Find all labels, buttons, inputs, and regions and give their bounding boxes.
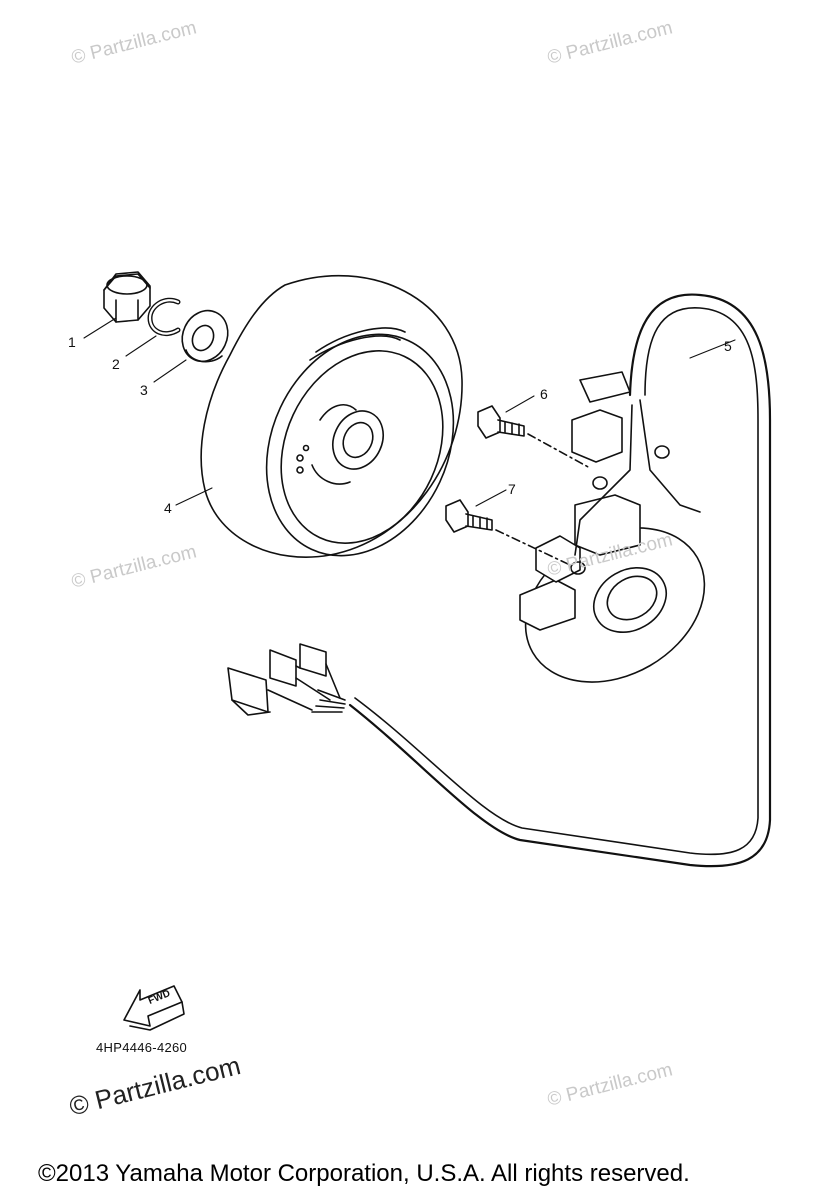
leader-lines [83,317,736,507]
washer-part [181,309,229,363]
bolt-4-part [445,499,571,566]
fwd-arrow-icon [123,985,185,1031]
callout-1: 4 [164,500,172,516]
stator-part [519,371,706,683]
callout-4: 7 [508,481,516,497]
part-code: 4HP4446-4260 [96,1040,188,1055]
bolt-3-part [477,405,591,469]
callout-6: 2 [112,356,120,372]
callout-2: 5 [724,338,732,354]
copyright-notice: ©2013 Yamaha Motor Corporation, U.S.A. A… [38,1160,690,1187]
callout-7: 1 [68,334,76,350]
wire-connectors [227,643,341,716]
nut-part [103,271,151,323]
lock-washer-part [147,297,181,336]
lead-wire [311,293,772,868]
flywheel-rotor-part [200,274,463,558]
callout-5: 3 [140,382,148,398]
callout-3: 6 [540,386,548,402]
